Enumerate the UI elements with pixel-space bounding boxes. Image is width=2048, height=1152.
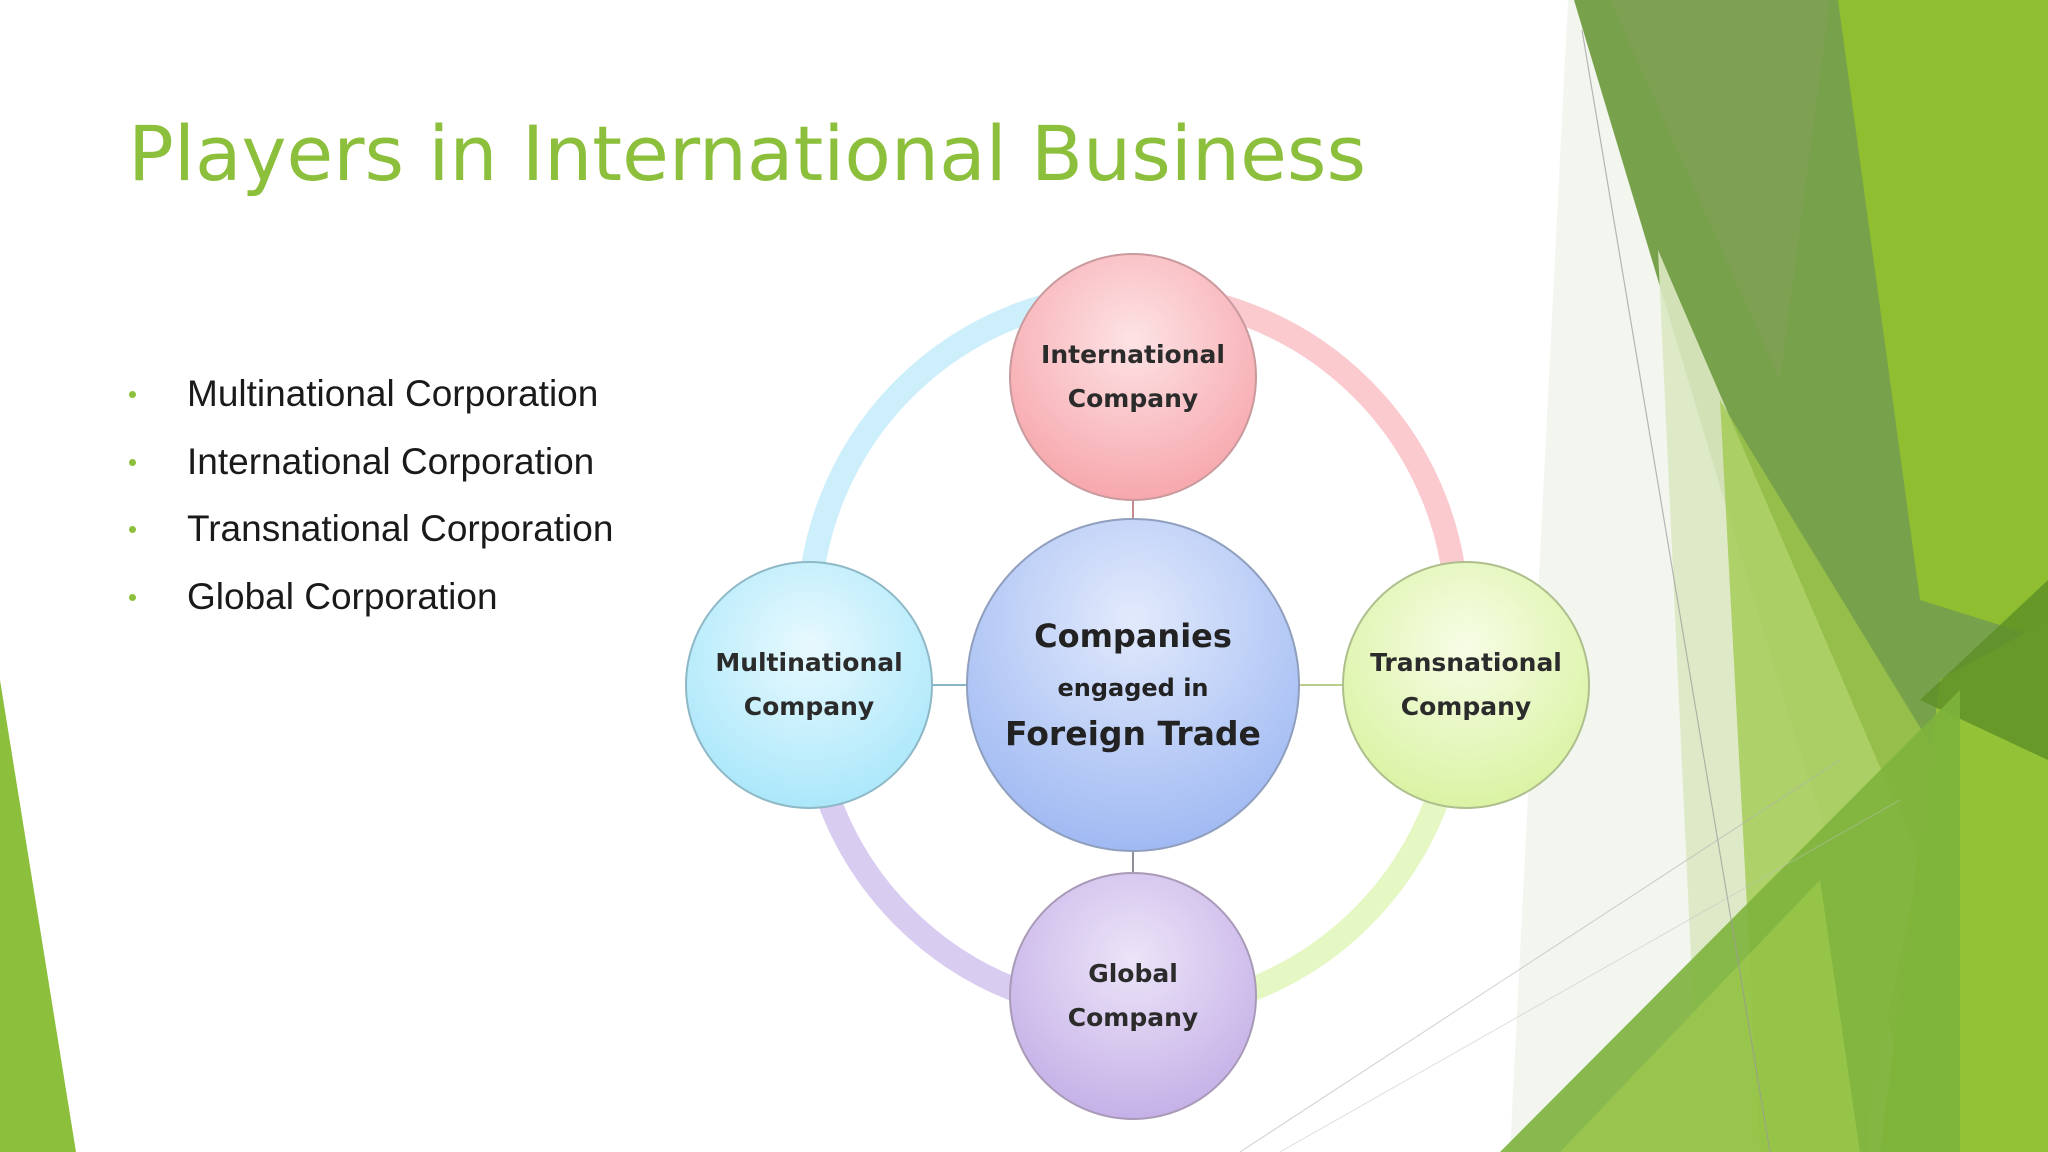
bullet-text: Transnational Corporation [187,508,614,549]
node-label-line1: Multinational [715,648,902,677]
node-label-line2: Company [744,692,874,721]
bullet-dot-icon [129,526,136,533]
decor-facet [0,680,76,1152]
decor-facet [1500,690,1960,1152]
bullet-text: International Corporation [187,440,595,482]
bullet-dot-icon [129,593,136,601]
bullet-dot-icon [129,458,136,466]
decor-facet [1560,880,1860,1152]
node-label-line2: Company [1401,692,1531,721]
node-label-line1: International [1041,340,1225,369]
node-multinational-company: Multinational Company [685,561,933,809]
node-transnational-company: Transnational Company [1342,561,1590,809]
decor-facet [1838,0,2048,640]
center-label-line2: engaged in [1057,674,1208,702]
node-international-company: International Company [1009,253,1257,501]
node-label-line2: Company [1068,384,1198,413]
decor-line [1239,759,1841,1152]
decor-facet [1610,0,1830,380]
center-label-line3: Foreign Trade [1005,714,1261,753]
decor-line [1581,29,1771,1152]
slide-title: Players in International Business [128,109,1367,198]
node-global-company: Global Company [1009,872,1257,1120]
bullet-dot-icon [129,391,136,398]
node-label-line1: Transnational [1370,648,1562,677]
node-label-line1: Global [1088,959,1178,988]
decor-line [1279,799,1901,1152]
node-label-line2: Company [1068,1003,1198,1032]
bullet-text: Global Corporation [187,575,498,617]
bullet-text: Multinational Corporation [187,373,599,414]
center-label-line1: Companies [1034,617,1232,655]
node-center-companies: Companies engaged in Foreign Trade [966,518,1300,852]
